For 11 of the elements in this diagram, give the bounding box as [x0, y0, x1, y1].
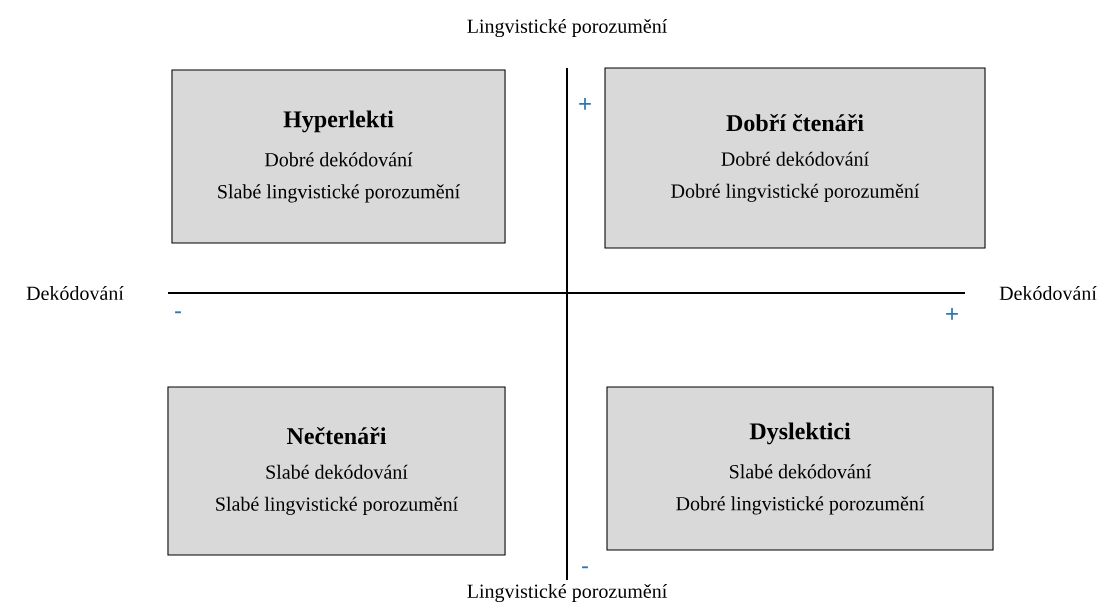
quadrant-box: Hyperlekti Dobré dekódování Slabé lingvistické porozumění [171, 69, 506, 244]
axis-label: Dekódování [26, 285, 124, 301]
sign: - [582, 566, 588, 569]
axis-label: Dekódování [999, 285, 1097, 301]
axis-label: Lingvistické porozumění [467, 18, 668, 38]
sign: + [946, 308, 958, 320]
quadrant-box: Dobří čtenáři Dobré dekódování Dobré lingvistické porozumění [604, 67, 986, 249]
sign: - [175, 311, 181, 314]
quadrant-box: Dyslektici Slabé dekódování Dobré lingvistické porozumění [606, 386, 994, 551]
axis-label: Lingvistické porozumění [467, 583, 668, 603]
quadrant-box: Nečtenáři Slabé dekódování Slabé lingvistické porozumění [167, 386, 506, 556]
